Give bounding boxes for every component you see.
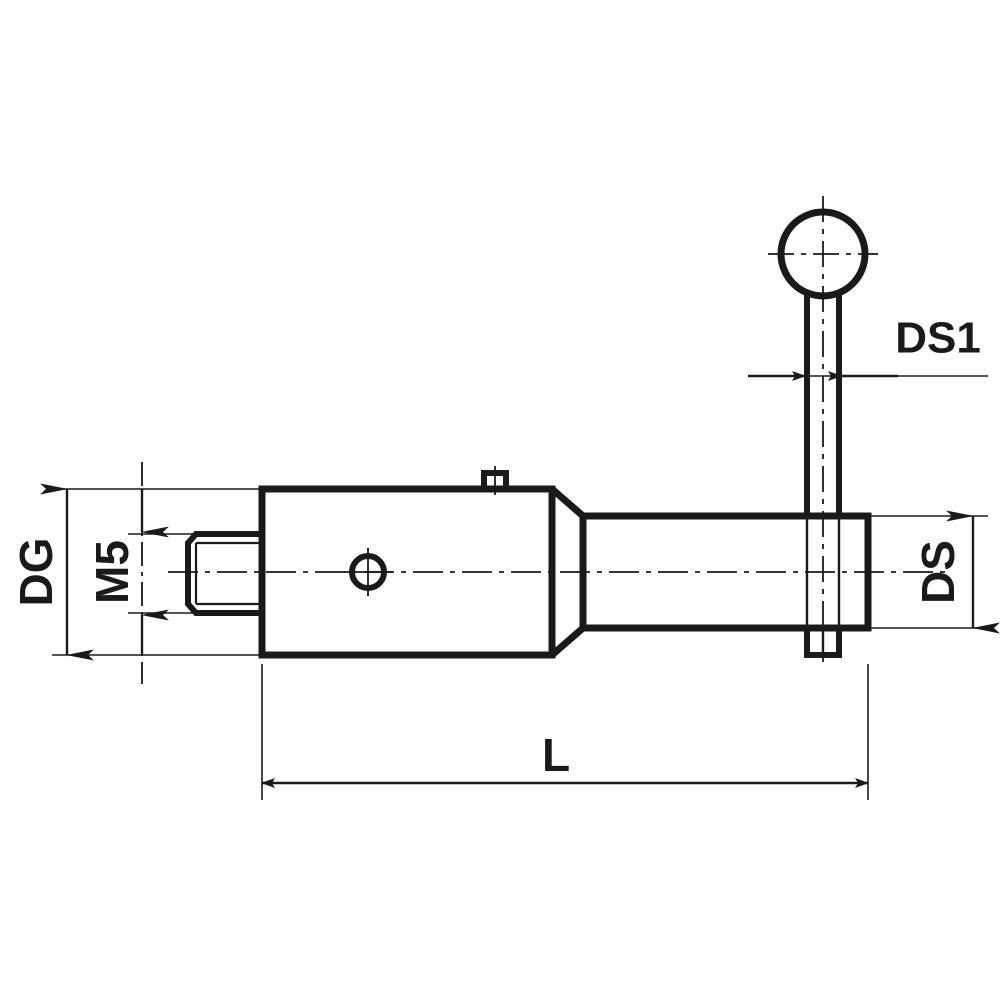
- stylus-assembly: [777, 208, 869, 658]
- dimension-label-l: L: [542, 729, 570, 781]
- dimension-label-dg: DG: [10, 538, 62, 607]
- dimension-label-m5: M5: [86, 540, 138, 604]
- dimension-label-ds: DS: [912, 540, 964, 604]
- ball-tip-circle: [777, 208, 869, 300]
- center-lines: [141, 196, 950, 684]
- extension-lines: [52, 375, 988, 800]
- thread-stud-outline: [185, 531, 262, 616]
- shaft-outline: [583, 512, 872, 632]
- taper-outline: [549, 486, 587, 658]
- dimension-label-ds1: DS1: [895, 314, 981, 363]
- part-outline: [185, 466, 872, 659]
- dimension-arrows: [40, 371, 1000, 788]
